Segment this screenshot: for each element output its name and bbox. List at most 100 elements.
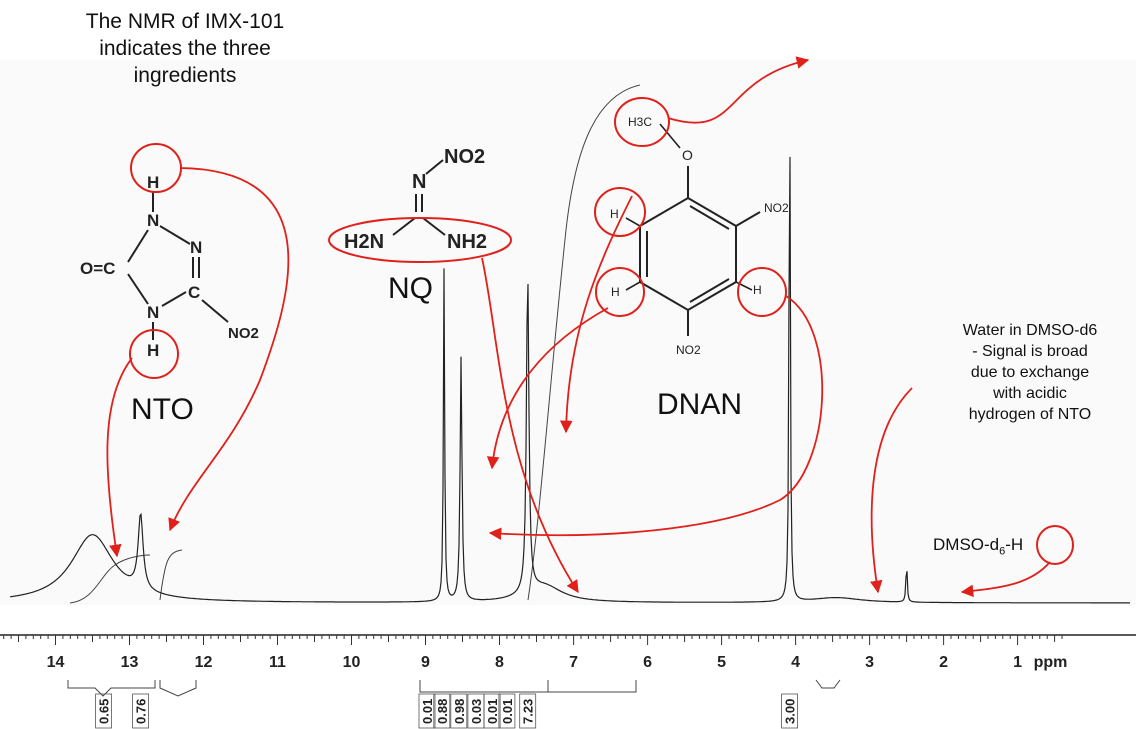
- x-tick-label: 9: [421, 654, 430, 671]
- dnan-atom-o: O: [682, 147, 693, 163]
- x-tick-label: 12: [195, 654, 213, 671]
- dnan-bond: [625, 281, 641, 291]
- water-note-line-2: - Signal is broad: [972, 343, 1088, 360]
- nto-label: NTO: [131, 393, 194, 426]
- dnan-bond: [689, 205, 730, 230]
- x-tick-label: 5: [717, 654, 726, 671]
- title-line-2: indicates the three: [99, 37, 271, 60]
- nto-atom-n1: N: [147, 211, 159, 230]
- title-line-1: The NMR of IMX-101: [85, 10, 285, 33]
- dnan-atom-no2-bottom: NO2: [676, 343, 701, 357]
- dnan-label: DNAN: [657, 388, 743, 421]
- integral-box: [418, 693, 436, 729]
- nq-atom-no2: NO2: [444, 146, 485, 168]
- title-line-3: ingredients: [133, 64, 237, 87]
- dnan-bond: [735, 211, 761, 227]
- integral-box: [483, 693, 501, 729]
- x-tick-label: 7: [569, 654, 578, 671]
- nq-bond: [422, 217, 446, 236]
- nto-structure: H N N O=C C N NO2 H: [80, 173, 259, 360]
- circle-dmso-h: [1036, 525, 1074, 565]
- x-tick-label: 10: [343, 654, 361, 671]
- nto-bond: [161, 291, 187, 307]
- x-tick-label: 1: [1013, 654, 1022, 671]
- nto-atom-h-bottom: H: [147, 341, 159, 360]
- integral-label: 0.98: [452, 699, 467, 724]
- x-tick-label: 4: [791, 654, 800, 671]
- dnan-bond: [659, 123, 681, 149]
- integral-curve-nto-broad: [69, 554, 151, 604]
- circle-nto-h-bottom: [129, 329, 179, 379]
- nto-atom-oc: O=C: [80, 259, 115, 278]
- water-note-line-3: due to exchange: [970, 364, 1090, 381]
- nto-atom-no2: NO2: [228, 325, 259, 342]
- nto-atom-h-top: H: [147, 173, 159, 192]
- dnan-bond: [625, 217, 641, 227]
- water-note: Water in DMSO-d6 - Signal is broad due t…: [930, 320, 1130, 425]
- integral-curve-nto-sharp: [159, 549, 183, 601]
- arrow-dnan-right-to-8-75: [488, 295, 824, 541]
- integral-box: [132, 693, 150, 729]
- arrow-nto-top-to-12-8: [168, 167, 290, 532]
- integral-bracket: [815, 679, 841, 689]
- x-tick-label: 3: [865, 654, 874, 671]
- dnan-atom-h-right: H: [753, 283, 762, 297]
- nq-bond: [392, 217, 416, 236]
- x-tick-label: 6: [643, 654, 652, 671]
- nto-bond: [127, 229, 149, 263]
- integral-label: 0.88: [435, 699, 450, 724]
- nq-bond: [425, 159, 444, 175]
- dnan-atom-no2-top: NO2: [764, 201, 789, 215]
- arrow-dnan-upper-to-7-62: [559, 195, 633, 434]
- nq-atom-nh2: NH2: [447, 231, 487, 253]
- annotation-arrows: [106, 56, 1051, 598]
- nq-atom-n: N: [412, 171, 426, 193]
- arrow-dnan-lower-to-8-52: [486, 307, 609, 470]
- circle-dnan-h-lower: [595, 267, 645, 317]
- dnan-atom-h-upper-left: H: [610, 207, 619, 221]
- integral-box: [781, 693, 798, 729]
- water-note-line-1: Water in DMSO-d6: [962, 322, 1098, 339]
- circle-dnan-h-right: [737, 267, 787, 317]
- nto-atom-n2: N: [190, 238, 202, 257]
- water-note-line-4: with acidic: [993, 385, 1067, 402]
- arrow-dmso: [960, 561, 1051, 598]
- nto-bond: [159, 225, 191, 245]
- circle-nq-nh2: [328, 217, 512, 263]
- x-tick-label: 11: [269, 654, 286, 671]
- annotation-circles: [129, 97, 1074, 565]
- dnan-atom-h-lower-left: H: [611, 285, 620, 299]
- integral-bracket: [547, 680, 637, 693]
- integral-bracket: [159, 680, 197, 697]
- integral-label: 0.01: [500, 699, 515, 724]
- integral-box: [519, 693, 537, 729]
- nq-structure: N NO2 H2N NH2: [344, 146, 487, 253]
- integral-curve-aromatic: [527, 84, 641, 601]
- integral-curves: [69, 84, 641, 604]
- integral-label: 0.01: [485, 699, 500, 724]
- nto-atom-n4: N: [147, 303, 159, 322]
- integral-box: [450, 693, 468, 729]
- nto-atom-c: C: [188, 283, 200, 302]
- dmso-label-post: -H: [1005, 535, 1024, 554]
- arrow-nto-bottom-to-13-5: [106, 357, 133, 558]
- nto-bond: [127, 273, 149, 305]
- integral-label: 0.03: [469, 699, 484, 724]
- integral-label: 0.65: [97, 699, 112, 724]
- integral-label: 7.23: [521, 699, 536, 724]
- x-tick-label: 14: [47, 654, 65, 671]
- dmso-label-pre: DMSO-d: [933, 535, 1000, 554]
- nq-atom-h2n: H2N: [344, 231, 384, 253]
- x-tick-label: 2: [939, 654, 948, 671]
- integral-box: [433, 693, 451, 729]
- integral-bracket: [419, 680, 549, 693]
- nq-label: NQ: [388, 272, 433, 305]
- integral-box: [498, 693, 516, 729]
- figure-title-annotation: The NMR of IMX-101 indicates the three i…: [40, 8, 330, 89]
- integral-label: 3.00: [783, 699, 798, 724]
- circle-dnan-ch3: [614, 97, 670, 147]
